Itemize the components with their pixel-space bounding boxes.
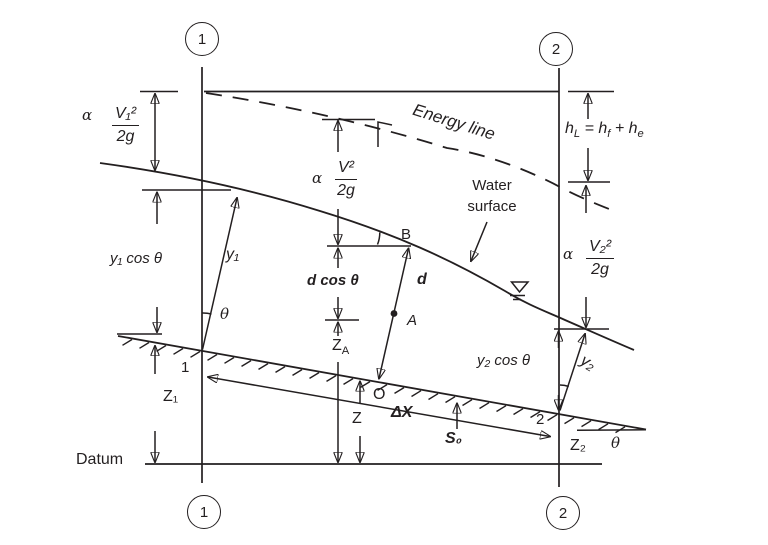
- velocity-head-2-fraction: V₂² 2g: [586, 237, 615, 280]
- water-surface-label-line2: surface: [467, 198, 517, 215]
- alpha-2-symbol: α: [563, 245, 574, 263]
- d-label: d: [417, 271, 427, 288]
- section-1-bottom-label: 1: [199, 503, 209, 521]
- velocity-head-1-fraction: V₁² 2g: [112, 104, 140, 147]
- s0-label: S₀: [445, 430, 462, 447]
- y1-label: y₁: [226, 246, 240, 263]
- z1-label: Z₁: [163, 388, 179, 405]
- section-1-bottom-badge: 1: [187, 495, 221, 529]
- section-2-top-label: 2: [551, 40, 561, 58]
- velocity-head-1-numerator: V₁²: [112, 104, 140, 126]
- energy-line-path: [205, 92, 620, 214]
- velocity-head-mid-numerator: V²: [335, 158, 357, 180]
- slant-arrows: [201, 198, 586, 437]
- delta-x-label: ΔX: [391, 404, 413, 421]
- za-label: ZA: [332, 337, 350, 358]
- dimension-ticks: [117, 90, 614, 335]
- bed-point-1-label: 1: [181, 359, 190, 376]
- point-a-dot: [390, 310, 398, 317]
- dimension-arrows: [155, 94, 588, 462]
- channel-bed-line: [117, 335, 647, 431]
- hf-sub: f: [607, 128, 611, 141]
- velocity-head-2-denominator: 2g: [591, 261, 609, 278]
- velocity-head-1-denominator: 2g: [116, 128, 135, 145]
- z2-label: Z₂: [570, 437, 586, 454]
- velocity-head-2-numerator: V₂²: [586, 237, 615, 259]
- section-2-bottom-badge: 2: [546, 496, 580, 530]
- he-h: h: [628, 120, 638, 137]
- alpha-1-symbol: α: [82, 106, 93, 124]
- section-2-top-badge: 2: [539, 32, 573, 66]
- water-level-marker-icon: [509, 281, 530, 301]
- y2-depth-arrow: [559, 334, 585, 411]
- energy-slope-corner-icon: [377, 121, 393, 147]
- section-1-top-badge: 1: [185, 22, 219, 56]
- point-a-label: A: [407, 312, 418, 329]
- section-2-bottom-label: 2: [558, 504, 568, 522]
- head-loss-equation: hL = hf + he: [565, 120, 644, 141]
- hl-plus: +: [610, 120, 629, 137]
- hf-h: h: [598, 120, 608, 137]
- d-cos-theta-label: d cos θ: [307, 272, 359, 289]
- datum-label: Datum: [76, 451, 124, 468]
- water-surface-pointer-arrow: [471, 221, 488, 261]
- alpha-mid-symbol: α: [312, 169, 323, 187]
- hl-h: h: [565, 120, 574, 137]
- za-sub: A: [341, 345, 350, 358]
- water-surface-label: Water surface: [452, 175, 532, 217]
- he-sub: e: [637, 128, 644, 141]
- hl-sub: L: [573, 128, 581, 141]
- velocity-head-mid-fraction: V² 2g: [335, 158, 357, 201]
- point-b-label: B: [401, 226, 412, 243]
- point-o-label: O: [373, 386, 386, 403]
- theta-2-label: θ: [611, 434, 621, 452]
- y2-cos-theta-label: y₂ cos θ: [477, 352, 531, 369]
- z-label: Z: [352, 410, 362, 427]
- angle-arcs: [202, 232, 570, 388]
- y1-cos-theta-label: y₁ cos θ: [110, 250, 163, 267]
- water-surface-path: [99, 162, 635, 351]
- theta-1-label: θ: [220, 305, 230, 323]
- bed-point-2-label: 2: [536, 411, 545, 428]
- section-1-top-label: 1: [197, 30, 207, 48]
- za-base: Z: [332, 337, 342, 354]
- y1-depth-arrow: [201, 198, 238, 350]
- delta-x-arrow: [208, 377, 550, 437]
- velocity-head-mid-denominator: 2g: [337, 182, 355, 199]
- hl-equals: =: [580, 120, 599, 137]
- water-surface-label-line1: Water: [472, 177, 512, 194]
